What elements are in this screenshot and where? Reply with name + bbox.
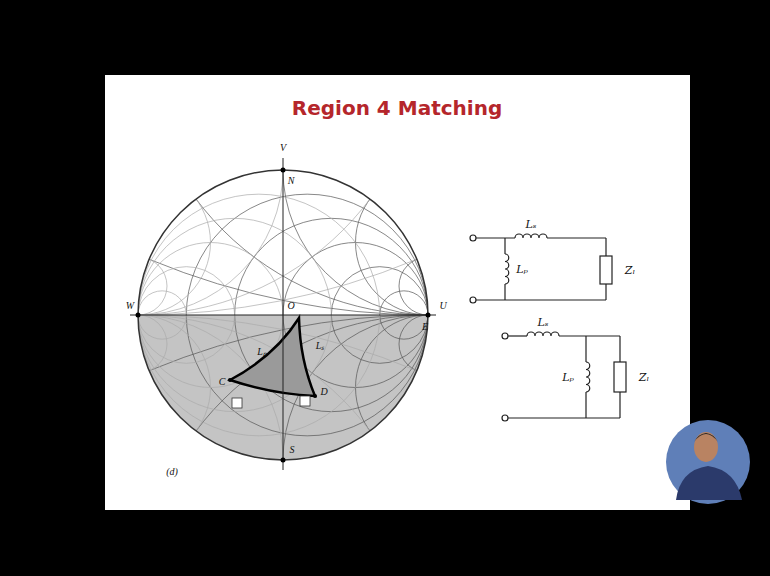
point-label: D: [320, 387, 327, 397]
reactance-arc: [0, 0, 770, 315]
reactance-arc: [0, 0, 428, 315]
reactance-arc: [399, 315, 457, 373]
terminal: [502, 415, 508, 421]
point-label: S: [290, 445, 295, 455]
reactance-arc: [283, 25, 573, 315]
point-label: E: [422, 322, 428, 332]
figure-tag: (d): [166, 467, 178, 477]
slide-title: Region 4 Matching: [292, 98, 502, 118]
reactance-arc: [0, 315, 428, 576]
point-label: C: [219, 377, 226, 387]
component-label: Lₚ: [516, 264, 528, 275]
reactance-arc: [283, 315, 573, 576]
wire: [605, 284, 606, 300]
point-n: [281, 168, 286, 173]
wire: [508, 335, 527, 336]
wire: [476, 299, 606, 300]
terminal: [470, 235, 476, 241]
point-w: [136, 313, 141, 318]
inductor-symbol: [586, 362, 590, 392]
reactance-arc: [0, 315, 283, 576]
wire: [585, 336, 586, 362]
region-4-area: [230, 318, 315, 396]
inset-icon: [300, 396, 310, 406]
inductor-symbol: [505, 254, 509, 284]
inset-icon: [232, 398, 242, 408]
reactance-arc: [0, 315, 770, 576]
wire: [476, 237, 515, 238]
reactance-arc: [0, 315, 770, 576]
component-label: Lₛ: [525, 219, 536, 230]
component-label: Zₗ: [625, 265, 635, 276]
wire: [619, 392, 620, 418]
reactance-arc: [356, 170, 501, 315]
reactance-arc: [138, 315, 718, 576]
reactance-arc: [356, 315, 501, 460]
wire: [547, 237, 606, 238]
path-label: Lₛ: [316, 341, 325, 351]
presenter-hair: [694, 433, 718, 442]
point-c: [228, 378, 232, 382]
presenter-body: [676, 466, 742, 500]
point-d: [313, 394, 317, 398]
point-label: W: [126, 301, 134, 311]
reactance-arc: [0, 25, 283, 315]
load-impedance: [600, 256, 612, 284]
point-s: [281, 458, 286, 463]
wire: [508, 417, 620, 418]
reactance-arc: [66, 170, 211, 315]
reactance-arc: [138, 0, 718, 315]
terminal: [502, 333, 508, 339]
wire: [605, 238, 606, 256]
point-e: [426, 313, 431, 318]
component-label: Zₗ: [639, 372, 649, 383]
inductor-symbol: [515, 234, 547, 238]
reactance-arc: [0, 0, 770, 315]
wire: [619, 336, 620, 362]
presenter-webcam: [666, 420, 750, 504]
reactance-arc: [66, 315, 211, 460]
presenter-head: [694, 432, 718, 462]
terminal: [470, 297, 476, 303]
v-axis: [283, 158, 284, 470]
wire: [504, 284, 505, 300]
load-impedance: [614, 362, 626, 392]
path-label: Lₚ: [257, 347, 267, 357]
point-label: O: [287, 301, 294, 311]
webcam-frame: [666, 420, 750, 504]
point-label: N: [288, 176, 295, 186]
inductor-symbol: [527, 332, 559, 336]
wire: [559, 335, 620, 336]
axis-label: U: [439, 301, 446, 311]
axis-label: V: [280, 143, 286, 153]
matching-circuits: [470, 234, 626, 421]
component-label: Lₛ: [537, 317, 548, 328]
wire: [585, 392, 586, 418]
slide: [105, 75, 690, 510]
component-label: Lₚ: [562, 372, 574, 383]
wire: [504, 238, 505, 254]
